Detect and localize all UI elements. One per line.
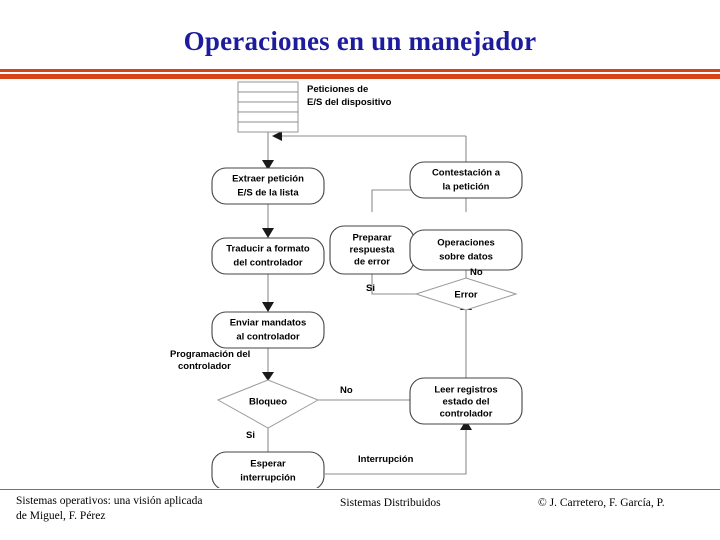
- footer-left: Sistemas operativos: una visión aplicada…: [16, 494, 316, 524]
- footer-center: Sistemas Distribuidos: [340, 497, 441, 509]
- node-extraer-line1: Extraer petición: [232, 174, 304, 185]
- node-leer-line2: estado del: [443, 397, 490, 408]
- node-extraer-peticion: Extraer petición E/S de la lista: [211, 167, 325, 205]
- node-traducir-line1: Traducir a formato: [226, 244, 310, 255]
- node-contestacion: Contestación a la petición: [409, 161, 523, 199]
- edge-label-programacion-line1: Programación del: [170, 349, 250, 360]
- arrowhead-into-leer-bottom: [460, 420, 472, 430]
- decision-error-label: Error: [454, 290, 478, 301]
- node-operaciones-line2: sobre datos: [439, 252, 493, 263]
- arrowhead-into-enviar: [262, 302, 274, 312]
- accent-rule-thick: [0, 74, 720, 79]
- edge-label-si-preparar: Si: [366, 283, 375, 294]
- footer-copyright: © J. Carretero, F. García, P.: [538, 497, 665, 509]
- flowchart-diagram: Peticiones de E/S del dispositivo Extrae…: [170, 81, 523, 488]
- node-preparar-line2: respuesta: [350, 245, 396, 256]
- node-leer-line3: controlador: [440, 409, 493, 420]
- node-enviar-line2: al controlador: [236, 332, 300, 343]
- node-operaciones-line1: Operaciones: [437, 238, 495, 249]
- decision-bloqueo: Bloqueo: [216, 379, 320, 429]
- node-preparar-respuesta-error: Preparar respuesta de error: [329, 225, 415, 275]
- decision-bloqueo-label: Bloqueo: [249, 397, 287, 408]
- arrowhead-into-traducir: [262, 228, 274, 238]
- node-traducir-line2: del controlador: [233, 258, 302, 269]
- edge-label-interrupcion: Interrupción: [358, 454, 414, 465]
- decision-error: Error: [414, 277, 518, 311]
- node-contestacion-line1: Contestación a: [432, 168, 501, 179]
- node-contestacion-line2: la petición: [443, 182, 490, 193]
- node-esperar-line2: interrupción: [240, 473, 296, 484]
- edge-esperar-to-leer: [325, 430, 467, 475]
- node-enviar-mandatos: Enviar mandatos al controlador: [211, 311, 325, 349]
- node-esperar-interrupcion: Esperar interrupción: [211, 451, 325, 488]
- node-preparar-line3: de error: [354, 257, 390, 268]
- arrowhead-into-bloqueo: [262, 372, 274, 381]
- node-esperar-line1: Esperar: [250, 459, 286, 470]
- node-operaciones-sobre-datos: Operaciones sobre datos: [409, 229, 523, 271]
- node-enviar-line1: Enviar mandatos: [230, 318, 307, 329]
- edge-label-no-operaciones: No: [470, 267, 483, 278]
- footer-divider: [0, 489, 720, 490]
- footer-left-line2: de Miguel, F. Pérez: [16, 510, 106, 522]
- node-leer-registros: Leer registros estado del controlador: [409, 377, 523, 425]
- node-traducir: Traducir a formato del controlador: [211, 237, 325, 275]
- accent-rule-thin: [0, 69, 720, 72]
- edge-label-si-bloqueo: Si: [246, 430, 255, 441]
- queue-label-line1: Peticiones de: [307, 84, 368, 95]
- arrowhead-return-left: [272, 131, 282, 141]
- arrowhead-into-extraer: [262, 160, 274, 170]
- footer-left-line1: Sistemas operativos: una visión aplicada: [16, 495, 203, 507]
- request-queue-shape: [237, 81, 299, 133]
- node-leer-line1: Leer registros: [434, 385, 497, 396]
- queue-label-line2: E/S del dispositivo: [307, 97, 392, 108]
- edge-label-no-bloqueo: No: [340, 385, 353, 396]
- edge-label-programacion-line2: controlador: [178, 361, 231, 372]
- page-title: Operaciones en un manejador: [183, 26, 537, 56]
- node-extraer-line2: E/S de la lista: [237, 188, 299, 199]
- node-preparar-line1: Preparar: [352, 233, 391, 244]
